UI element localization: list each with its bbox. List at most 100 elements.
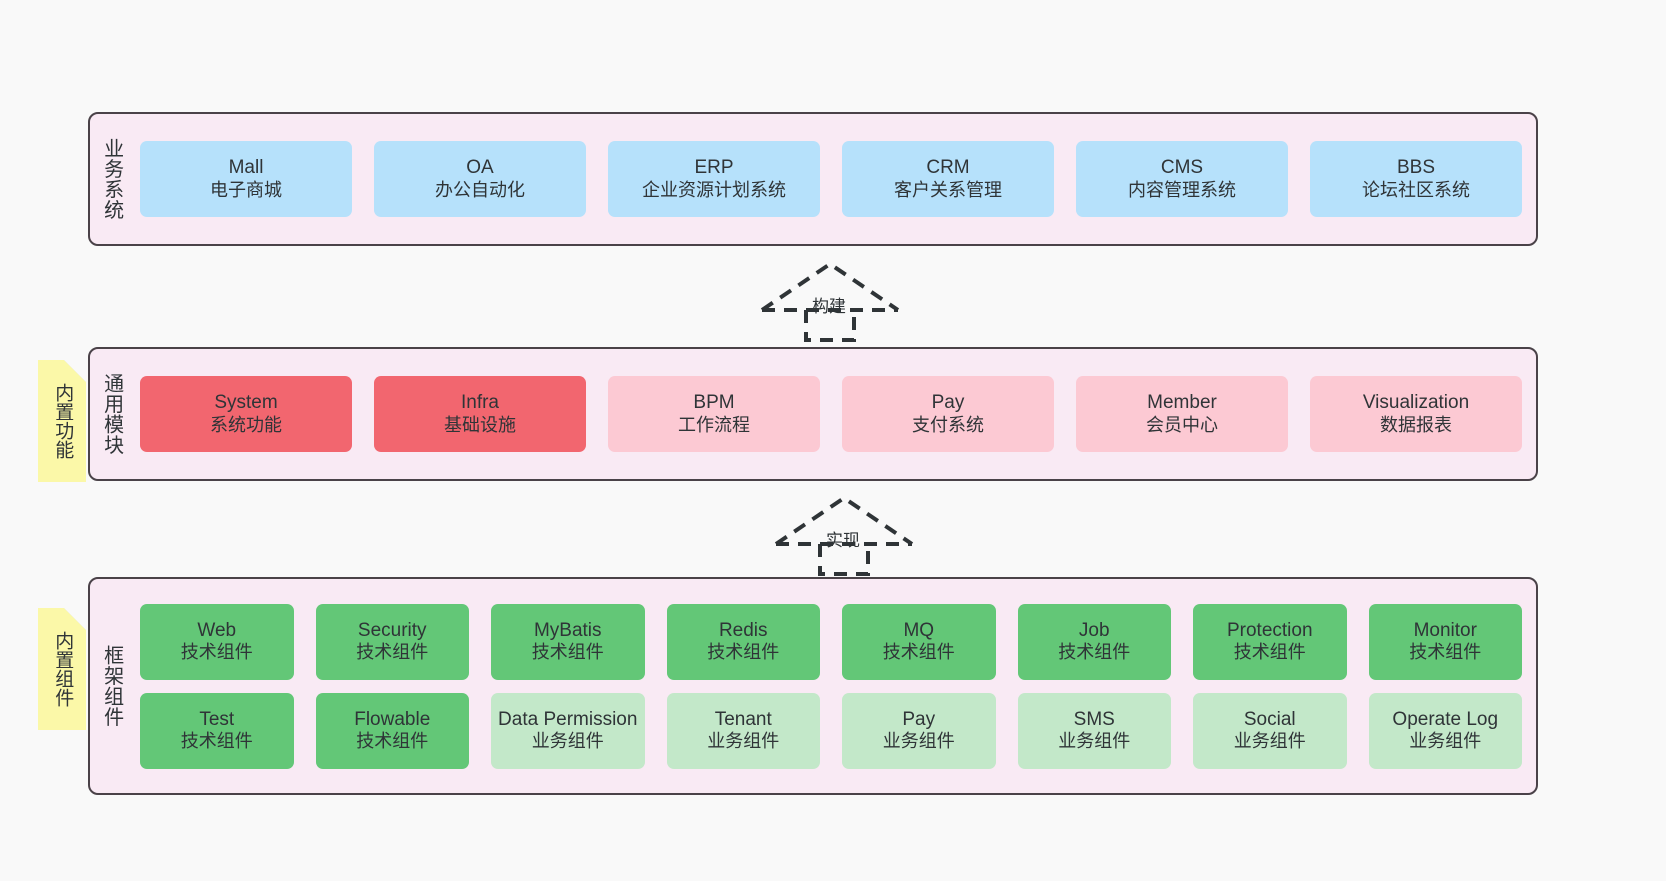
card-subtitle: 系统功能: [210, 414, 282, 435]
card-title: Pay: [902, 708, 936, 730]
card-title: CRM: [926, 157, 970, 179]
card-row: Test 技术组件 Flowable 技术组件 Data Permission …: [140, 692, 1522, 769]
layer-caption-framework-component: 框架组件: [100, 645, 123, 727]
card-row: Web 技术组件 Security 技术组件 MyBatis 技术组件 Redi…: [140, 603, 1522, 680]
card-oa[interactable]: OA 办公自动化: [374, 141, 586, 217]
card-web[interactable]: Web 技术组件: [140, 603, 294, 680]
sticky-note-builtin-function: 内置功能: [38, 360, 86, 482]
card-subtitle: 业务组件: [707, 731, 780, 752]
card-title: Tenant: [714, 708, 772, 730]
card-subtitle: 业务组件: [531, 731, 604, 752]
card-row: System 系统功能 Infra 基础设施 BPM 工作流程 Pay 支付系统…: [140, 376, 1522, 452]
card-mybatis[interactable]: MyBatis 技术组件: [491, 603, 645, 680]
card-protection[interactable]: Protection 技术组件: [1193, 603, 1347, 680]
card-mq[interactable]: MQ 技术组件: [842, 603, 996, 680]
card-bbs[interactable]: BBS 论坛社区系统: [1310, 141, 1522, 217]
card-title: Infra: [460, 392, 500, 414]
card-subtitle: 技术组件: [180, 642, 253, 663]
card-title: Security: [357, 619, 427, 641]
card-tenant[interactable]: Tenant 业务组件: [666, 692, 820, 769]
card-title: Test: [199, 708, 235, 730]
card-title: OA: [466, 157, 494, 179]
card-title: Pay: [931, 392, 965, 414]
card-subtitle: 企业资源计划系统: [642, 179, 786, 200]
card-subtitle: 业务组件: [882, 731, 955, 752]
note-fold-cover: [64, 608, 86, 630]
layer-caption-business-system: 业务系统: [100, 138, 123, 220]
card-subtitle: 技术组件: [1233, 642, 1306, 663]
card-subtitle: 技术组件: [1058, 642, 1131, 663]
card-monitor[interactable]: Monitor 技术组件: [1368, 603, 1522, 680]
card-subtitle: 技术组件: [356, 642, 429, 663]
layer-body-framework-component: Web 技术组件 Security 技术组件 MyBatis 技术组件 Redi…: [132, 579, 1536, 793]
card-system[interactable]: System 系统功能: [140, 376, 352, 452]
card-operate-log[interactable]: Operate Log 业务组件: [1368, 692, 1522, 769]
card-pay-component[interactable]: Pay 业务组件: [842, 692, 996, 769]
card-title: Member: [1147, 392, 1217, 414]
connector-implement-label: 实现: [826, 531, 860, 550]
sticky-note-text: 内置功能: [52, 383, 74, 459]
layer-common-module[interactable]: 通用模块 System 系统功能 Infra 基础设施 BPM 工作流程 Pay…: [88, 347, 1538, 481]
card-title: Flowable: [354, 708, 431, 730]
card-title: Web: [197, 619, 237, 641]
card-redis[interactable]: Redis 技术组件: [666, 603, 820, 680]
card-title: BPM: [693, 392, 735, 414]
card-social[interactable]: Social 业务组件: [1193, 692, 1347, 769]
card-data-permission[interactable]: Data Permission 业务组件: [491, 692, 645, 769]
card-title: Job: [1078, 619, 1110, 641]
card-title: BBS: [1396, 157, 1436, 179]
card-title: Monitor: [1413, 619, 1477, 641]
card-subtitle: 数据报表: [1380, 414, 1452, 435]
card-subtitle: 技术组件: [531, 642, 604, 663]
card-title: Redis: [718, 619, 768, 641]
card-subtitle: 技术组件: [356, 731, 429, 752]
card-title: Data Permission: [498, 708, 638, 730]
card-infra[interactable]: Infra 基础设施: [374, 376, 586, 452]
layer-framework-component[interactable]: 框架组件 Web 技术组件 Security 技术组件 MyBatis 技术组件…: [88, 577, 1538, 795]
card-test[interactable]: Test 技术组件: [140, 692, 294, 769]
card-erp[interactable]: ERP 企业资源计划系统: [608, 141, 820, 217]
connector-build-label: 构建: [812, 297, 846, 316]
card-crm[interactable]: CRM 客户关系管理: [842, 141, 1054, 217]
card-subtitle: 技术组件: [707, 642, 780, 663]
card-subtitle: 会员中心: [1146, 414, 1218, 435]
card-pay-module[interactable]: Pay 支付系统: [842, 376, 1054, 452]
card-subtitle: 客户关系管理: [894, 179, 1002, 200]
card-sms[interactable]: SMS 业务组件: [1017, 692, 1171, 769]
sticky-note-builtin-component: 内置组件: [38, 608, 86, 730]
card-title: CMS: [1160, 157, 1204, 179]
card-title: Protection: [1226, 619, 1313, 641]
card-subtitle: 论坛社区系统: [1362, 179, 1470, 200]
card-subtitle: 内容管理系统: [1128, 179, 1236, 200]
card-subtitle: 电子商城: [210, 179, 282, 200]
card-title: Operate Log: [1392, 708, 1499, 730]
sticky-note-text: 内置组件: [52, 631, 74, 707]
card-row: Mall 电子商城 OA 办公自动化 ERP 企业资源计划系统 CRM 客户关系…: [140, 141, 1522, 217]
card-job[interactable]: Job 技术组件: [1017, 603, 1171, 680]
card-subtitle: 支付系统: [912, 414, 984, 435]
card-subtitle: 技术组件: [1409, 642, 1482, 663]
card-subtitle: 业务组件: [1058, 731, 1131, 752]
card-bpm[interactable]: BPM 工作流程: [608, 376, 820, 452]
card-flowable[interactable]: Flowable 技术组件: [315, 692, 469, 769]
layer-body-common-module: System 系统功能 Infra 基础设施 BPM 工作流程 Pay 支付系统…: [132, 349, 1536, 479]
card-visualization[interactable]: Visualization 数据报表: [1310, 376, 1522, 452]
card-member[interactable]: Member 会员中心: [1076, 376, 1288, 452]
card-cms[interactable]: CMS 内容管理系统: [1076, 141, 1288, 217]
card-security[interactable]: Security 技术组件: [315, 603, 469, 680]
card-title: Mall: [228, 157, 264, 179]
layer-business-system[interactable]: 业务系统 Mall 电子商城 OA 办公自动化 ERP 企业资源计划系统 CRM…: [88, 112, 1538, 246]
layer-body-business-system: Mall 电子商城 OA 办公自动化 ERP 企业资源计划系统 CRM 客户关系…: [132, 114, 1536, 244]
layer-caption-common-module: 通用模块: [100, 373, 123, 455]
card-subtitle: 基础设施: [444, 414, 516, 435]
card-mall[interactable]: Mall 电子商城: [140, 141, 352, 217]
card-title: Social: [1243, 708, 1296, 730]
card-title: System: [214, 392, 278, 414]
card-title: MQ: [903, 619, 935, 641]
card-subtitle: 业务组件: [1233, 731, 1306, 752]
card-title: ERP: [694, 157, 734, 179]
card-subtitle: 技术组件: [180, 731, 253, 752]
card-subtitle: 技术组件: [882, 642, 955, 663]
card-subtitle: 办公自动化: [435, 179, 525, 200]
